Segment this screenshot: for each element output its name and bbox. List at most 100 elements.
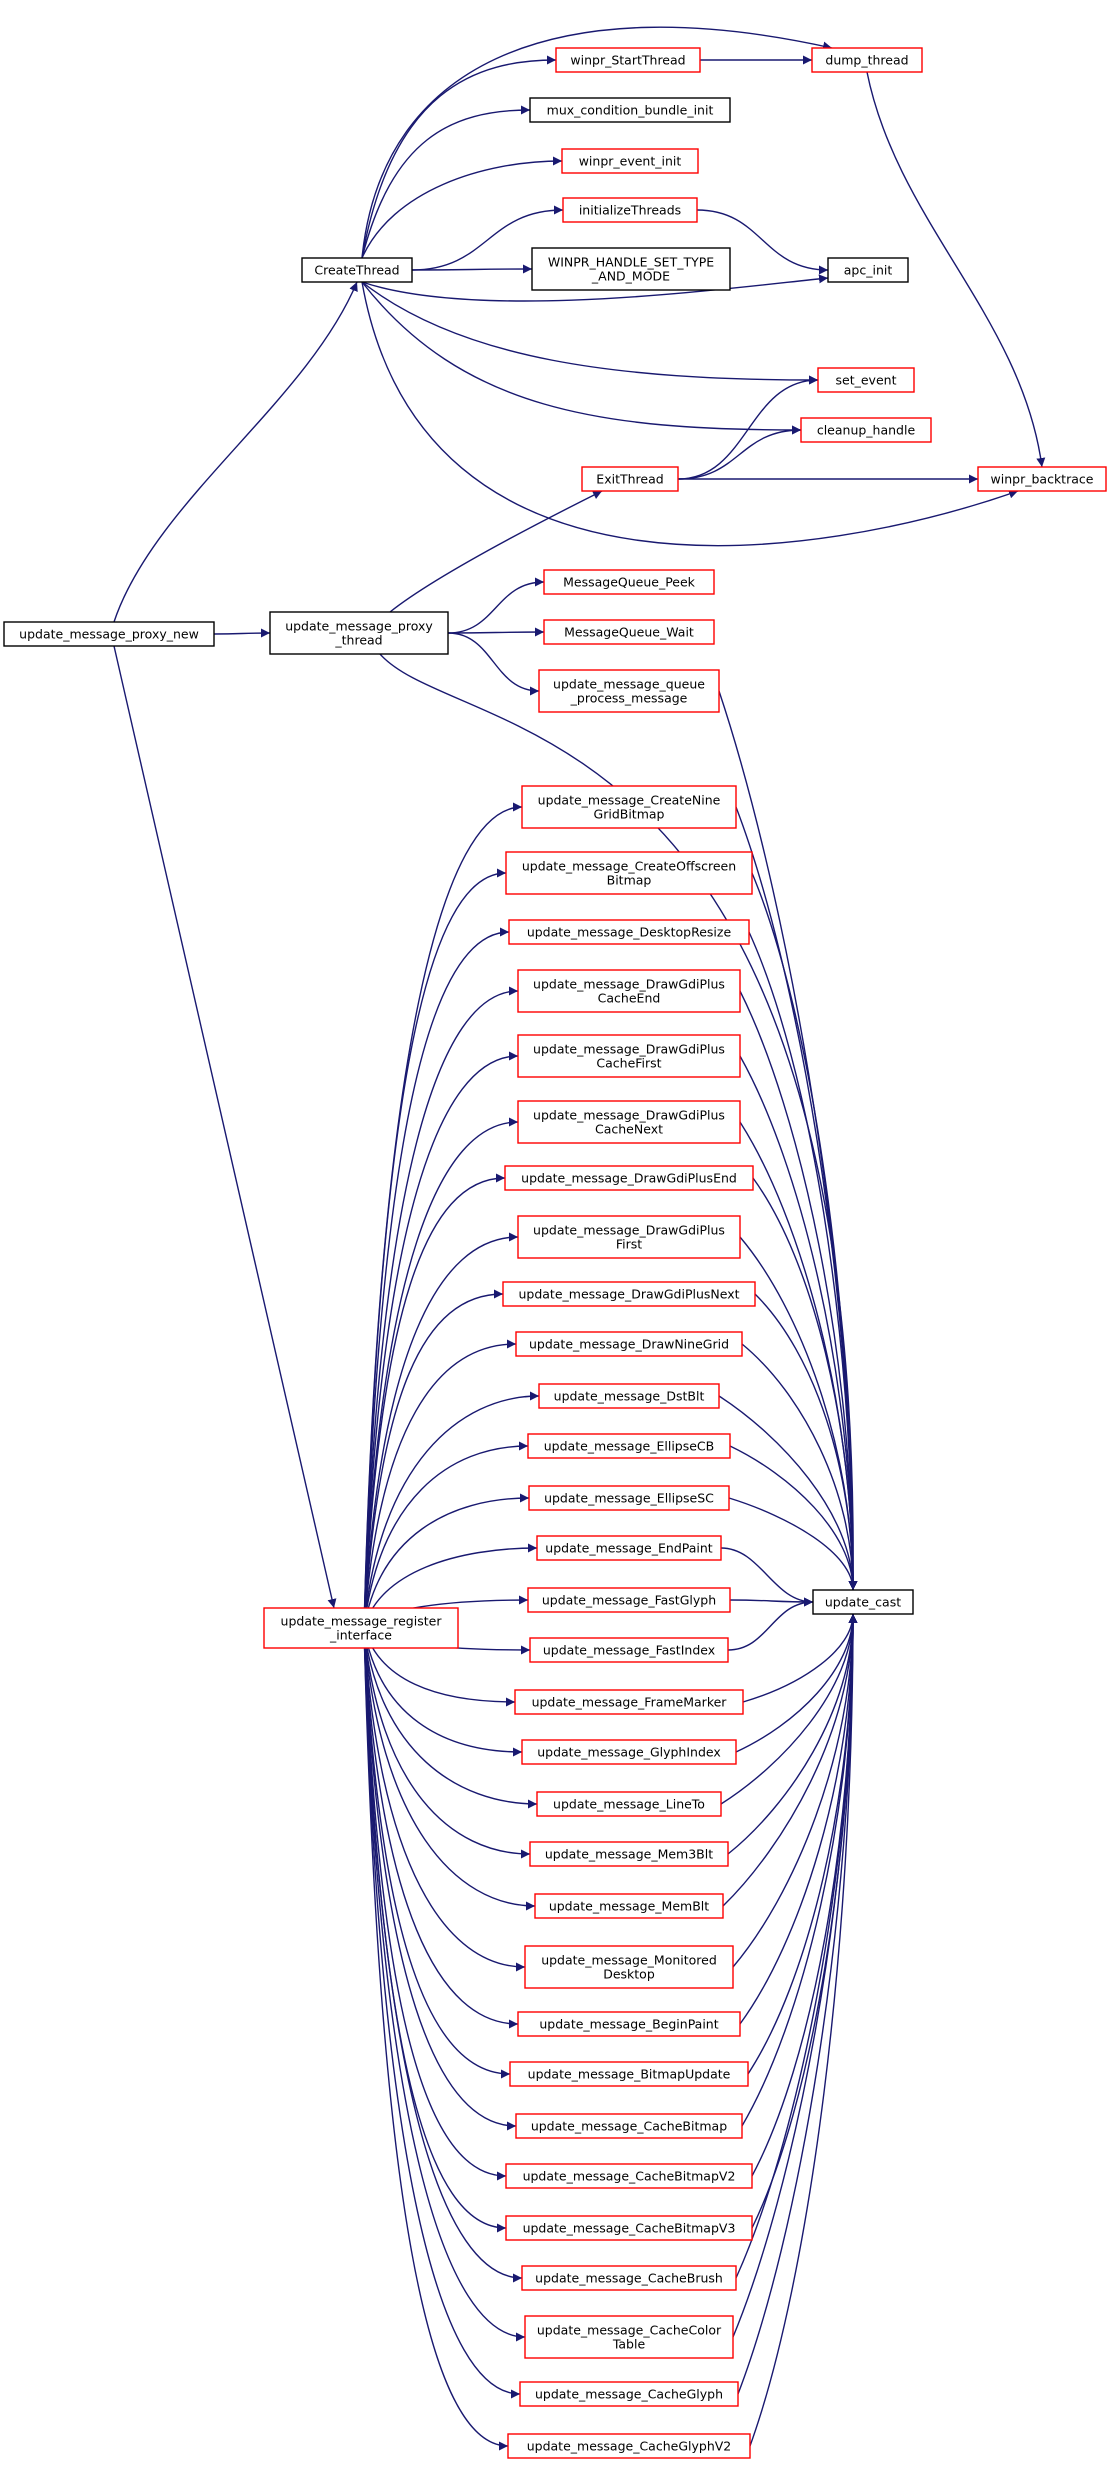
node-box[interactable] [543,569,715,595]
node-box[interactable] [800,417,932,443]
node-root[interactable]: update_message_proxy_new [3,621,215,647]
node-box[interactable] [517,2011,741,2037]
node-m8[interactable]: update_message_DrawGdiPlusNext [502,1281,756,1307]
node-box[interactable] [521,785,737,829]
node-event_init[interactable]: winpr_event_init [561,148,699,174]
node-m15[interactable]: update_message_FastIndex [529,1637,729,1663]
node-box[interactable] [817,367,915,393]
node-m12[interactable]: update_message_EllipseSC [528,1485,730,1511]
node-box[interactable] [531,247,731,291]
node-box[interactable] [504,1165,754,1191]
node-m24[interactable]: update_message_CacheBitmap [515,2113,743,2139]
node-init_threads[interactable]: initializeThreads [562,197,698,223]
node-box[interactable] [536,1791,722,1817]
node-box[interactable] [555,47,701,73]
node-box[interactable] [534,1893,724,1919]
node-cleanup[interactable]: cleanup_handle [800,417,932,443]
node-box[interactable] [505,2215,753,2241]
node-box[interactable] [521,1739,737,1765]
node-box[interactable] [524,2315,734,2359]
node-m30[interactable]: update_message_CacheGlyphV2 [507,2433,751,2459]
node-box[interactable] [3,621,215,647]
node-box[interactable] [519,2381,739,2407]
node-m27[interactable]: update_message_CacheBrush [521,2265,737,2291]
node-box[interactable] [581,466,679,492]
node-box[interactable] [529,1637,729,1663]
node-box[interactable] [514,1689,744,1715]
node-box[interactable] [827,257,909,283]
node-box[interactable] [507,2433,751,2459]
node-box[interactable] [562,197,698,223]
node-m11[interactable]: update_message_EllipseCB [527,1433,731,1459]
node-box[interactable] [528,1485,730,1511]
node-m17[interactable]: update_message_GlyphIndex [521,1739,737,1765]
node-m25[interactable]: update_message_CacheBitmapV2 [505,2163,753,2189]
node-box[interactable] [521,2265,737,2291]
node-mux[interactable]: mux_condition_bundle_init [529,97,731,123]
node-box[interactable] [529,1841,729,1867]
node-box[interactable] [811,47,923,73]
node-m20[interactable]: update_message_MemBlt [534,1893,724,1919]
node-m6[interactable]: update_message_DrawGdiPlusEnd [504,1165,754,1191]
node-box[interactable] [517,1100,741,1144]
node-m10[interactable]: update_message_DstBlt [538,1383,720,1409]
node-box[interactable] [515,1331,743,1357]
node-box[interactable] [527,1587,731,1613]
node-box[interactable] [536,1535,722,1561]
node-set_event[interactable]: set_event [817,367,915,393]
node-m2[interactable]: update_message_DesktopResize [508,919,750,945]
node-box[interactable] [301,257,413,283]
node-exitthread[interactable]: ExitThread [581,466,679,492]
node-m22[interactable]: update_message_BeginPaint [517,2011,741,2037]
node-box[interactable] [517,969,741,1013]
node-createthread[interactable]: CreateThread [301,257,413,283]
node-m26[interactable]: update_message_CacheBitmapV3 [505,2215,753,2241]
node-box[interactable] [543,619,715,645]
node-box[interactable] [263,1607,459,1649]
node-apc_init[interactable]: apc_init [827,257,909,283]
node-box[interactable] [517,1034,741,1078]
node-peek[interactable]: MessageQueue_Peek [543,569,715,595]
node-m29[interactable]: update_message_CacheGlyph [519,2381,739,2407]
node-wait[interactable]: MessageQueue_Wait [543,619,715,645]
node-m14[interactable]: update_message_FastGlyph [527,1587,731,1613]
node-box[interactable] [524,1945,734,1989]
node-m13[interactable]: update_message_EndPaint [536,1535,722,1561]
node-dump_thread[interactable]: dump_thread [811,47,923,73]
node-m19[interactable]: update_message_Mem3Blt [529,1841,729,1867]
node-box[interactable] [505,2163,753,2189]
node-m9[interactable]: update_message_DrawNineGrid [515,1331,743,1357]
node-box[interactable] [517,1215,741,1259]
node-startthread[interactable]: winpr_StartThread [555,47,701,73]
node-box[interactable] [509,2061,749,2087]
node-m18[interactable]: update_message_LineTo [536,1791,722,1817]
node-box[interactable] [269,611,449,655]
node-backtrace[interactable]: winpr_backtrace [977,466,1107,492]
node-box[interactable] [812,1589,914,1615]
node-box[interactable] [529,97,731,123]
node-handle_type[interactable]: WINPR_HANDLE_SET_TYPE_AND_MODE [531,247,731,291]
node-box[interactable] [538,669,720,713]
node-box[interactable] [527,1433,731,1459]
node-box[interactable] [502,1281,756,1307]
node-box[interactable] [977,466,1107,492]
node-box[interactable] [515,2113,743,2139]
node-box[interactable] [538,1383,720,1409]
node-box[interactable] [508,919,750,945]
node-box[interactable] [505,851,753,895]
node-proxy_thread[interactable]: update_message_proxy_thread [269,611,449,655]
node-update_cast[interactable]: update_cast [812,1589,914,1615]
node-box[interactable] [561,148,699,174]
node-m23[interactable]: update_message_BitmapUpdate [509,2061,749,2087]
node-register[interactable]: update_message_register_interface [263,1607,459,1649]
node-m16[interactable]: update_message_FrameMarker [514,1689,744,1715]
node-queue_proc[interactable]: update_message_queue_process_message [538,669,720,713]
